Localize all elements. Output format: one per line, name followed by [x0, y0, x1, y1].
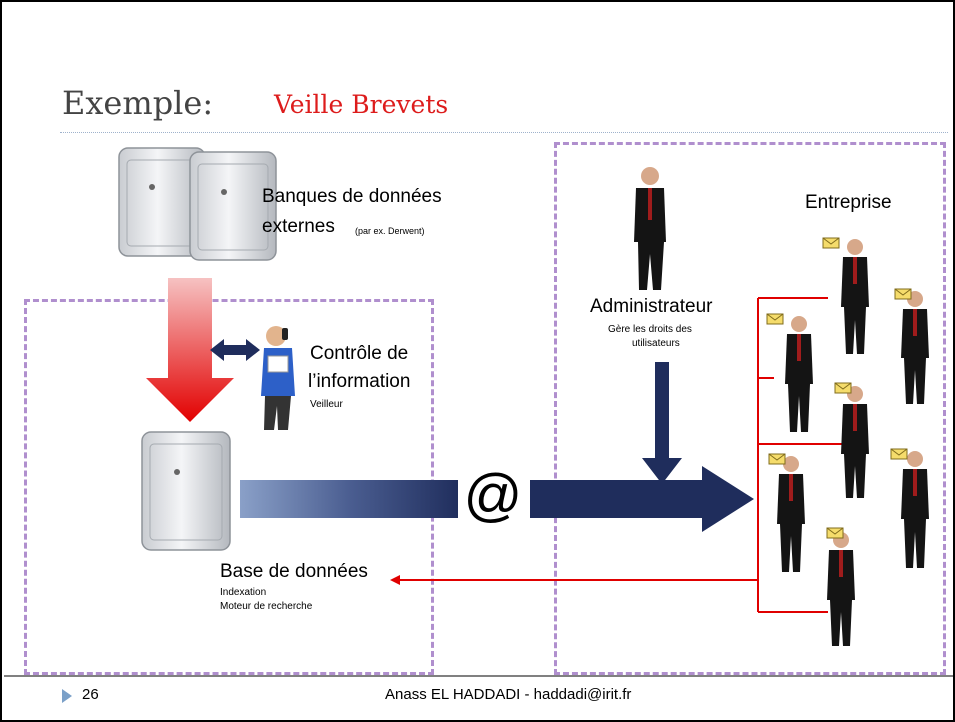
admin-label: Administrateur [590, 296, 713, 317]
employee-person-icon [777, 456, 805, 572]
employee-person-icon [901, 291, 929, 404]
base-label: Base de données [220, 561, 368, 582]
database-server-icon [141, 431, 231, 551]
veilleur-person-icon [261, 326, 295, 430]
employee-person-icon [901, 451, 929, 568]
admin-desc-line1: Gère les droits des [608, 324, 692, 335]
connector-tree [757, 297, 842, 613]
footer-bullet-icon [62, 689, 72, 703]
flow-arrow-left [240, 480, 462, 518]
footer-credit: Anass EL HADDADI - haddadi@irit.fr [385, 686, 632, 703]
controle-role: Veilleur [310, 399, 343, 410]
admin-desc-line2: utilisateurs [632, 338, 680, 349]
banques-label-line2: externes [262, 216, 335, 237]
employee-person-icon [841, 239, 869, 354]
download-arrow [146, 278, 234, 422]
envelope-icon [890, 448, 908, 460]
employee-person-icon [841, 386, 869, 498]
slide-title: Exemple: [62, 84, 214, 122]
administrator-person-icon [634, 167, 666, 290]
at-symbol: @ [458, 458, 528, 534]
controle-label-line1: Contrôle de [310, 343, 409, 364]
controle-label-line2: l’information [308, 371, 411, 392]
footer-page-number: 26 [82, 686, 99, 703]
envelope-icon [834, 382, 852, 394]
flow-arrow-right [530, 466, 754, 532]
external-servers-icon [118, 147, 277, 261]
envelope-icon [894, 288, 912, 300]
admin-arrow [642, 362, 682, 484]
enterprise-zone-box [554, 142, 946, 675]
banques-note: (par ex. Derwent) [355, 226, 425, 236]
envelope-icon [766, 313, 784, 325]
banques-label-line1: Banques de données [262, 186, 442, 207]
employee-person-icon [827, 532, 855, 646]
employee-person-icon [785, 316, 813, 432]
envelope-icon [822, 237, 840, 249]
envelope-icon [768, 453, 786, 465]
slide-subtitle: Veille Brevets [274, 90, 449, 119]
envelope-icon [826, 527, 844, 539]
title-divider [60, 132, 948, 133]
base-item-indexation: Indexation [220, 587, 267, 598]
entreprise-label: Entreprise [805, 192, 892, 213]
base-item-search-engine: Moteur de recherche [220, 601, 313, 612]
exchange-arrow [210, 339, 260, 361]
